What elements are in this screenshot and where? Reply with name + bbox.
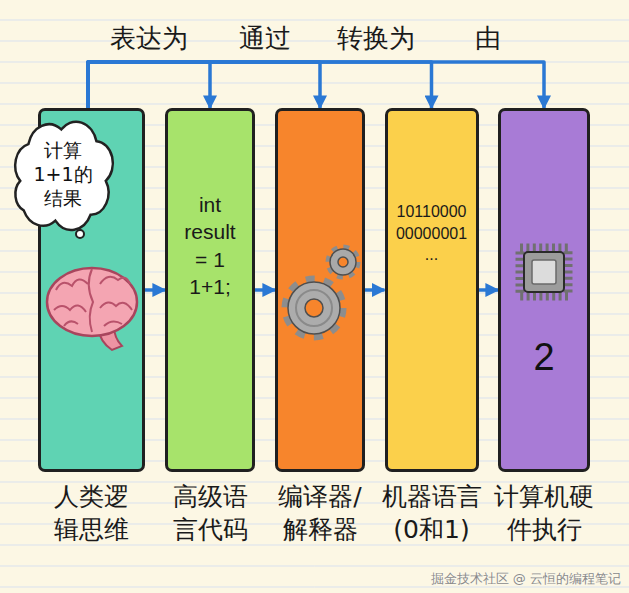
- bar-caption: 高级语言代码: [170, 481, 250, 546]
- bracket-arrow: [88, 62, 432, 108]
- bar-fill: [386, 109, 478, 471]
- bracket-arrow: [88, 62, 210, 108]
- flow-arrow: [145, 288, 165, 292]
- compiler-bar: 编译器/解释器: [275, 108, 365, 472]
- chip-illustration: [520, 248, 568, 296]
- watermark: 掘金技术社区 @ 云恒的编程笔记: [431, 570, 621, 588]
- bar-fill: [499, 109, 589, 471]
- bar-fills: [39, 109, 589, 471]
- edge-label: 表达为: [110, 23, 188, 54]
- bar-caption: 编译器/解释器: [278, 481, 363, 546]
- code-bar: int result = 1 1+1;高级语言代码: [165, 108, 255, 472]
- edge-label: 转换为: [337, 23, 415, 54]
- thought-bubble: 计算1+1的结果: [12, 122, 114, 228]
- bar-content: int result = 1 1+1;: [178, 191, 243, 300]
- thought-text: 计算1+1的结果: [27, 139, 99, 210]
- gears-illustration: [288, 249, 356, 334]
- bar-content: 2: [514, 337, 574, 379]
- bar-content: 10110000 00000001 ...: [393, 201, 471, 266]
- edge-label: 由: [475, 23, 501, 54]
- bar-caption: 人类逻辑思维: [52, 481, 132, 546]
- bracket-arrow: [88, 62, 544, 108]
- flow-arrow: [479, 288, 499, 292]
- flow-arrow: [255, 288, 275, 292]
- edge-label: 通过: [239, 23, 291, 54]
- brain-illustration: [47, 268, 137, 350]
- bar-caption: 计算机硬件执行: [492, 481, 597, 546]
- bar-fill: [276, 109, 364, 471]
- machine-code-bar: 10110000 00000001 ...机器语言 (0和1): [385, 108, 479, 472]
- bar-fill: [166, 109, 254, 471]
- bracket-arrow: [88, 62, 320, 108]
- hardware-bar: 2计算机硬件执行: [498, 108, 590, 472]
- flow-arrow: [365, 288, 385, 292]
- bar-caption: 机器语言 (0和1): [379, 481, 484, 546]
